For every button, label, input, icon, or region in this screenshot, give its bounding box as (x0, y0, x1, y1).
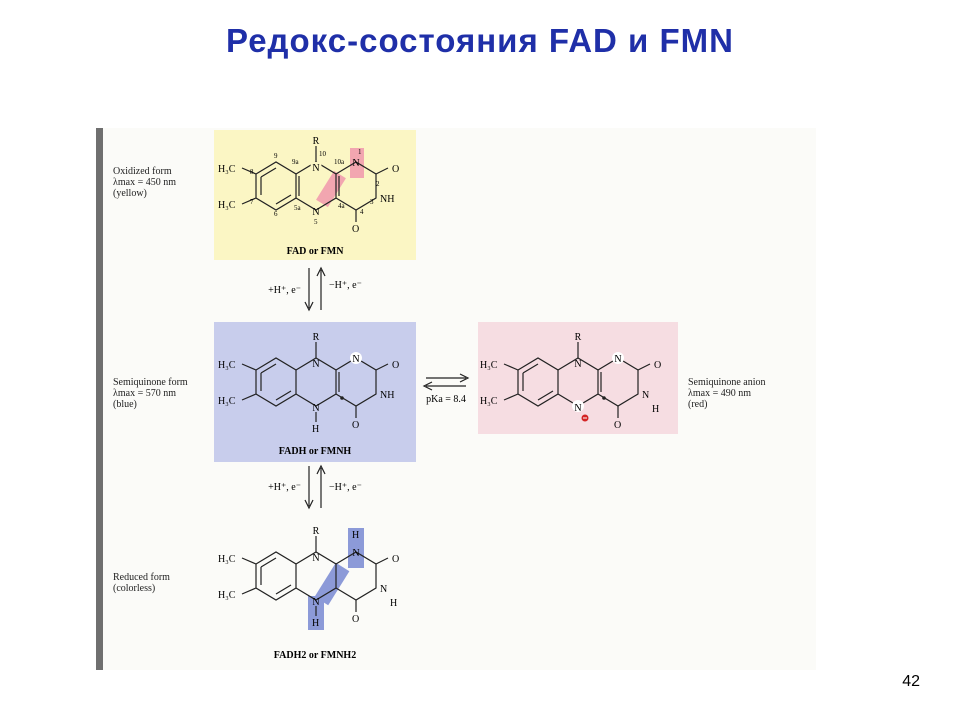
oxidized-lambda: λmax = 450 nm (113, 177, 176, 188)
svg-text:R: R (575, 332, 582, 343)
semiquinone-n1-halo (350, 352, 362, 364)
svg-text:R: R (313, 526, 320, 537)
semi-red-backward-label: −H⁺, e⁻ (329, 482, 362, 493)
svg-text:H₃C: H₃C (218, 554, 236, 565)
svg-text:H₃C: H₃C (480, 396, 498, 407)
pka-label: pKa = 8.4 (426, 394, 466, 405)
scan-edge (96, 128, 103, 670)
semiquinone-lambda: λmax = 570 nm (113, 388, 176, 399)
svg-text:N: N (312, 403, 319, 414)
semiquinone-structure: R N N N NH O O H H₃C H₃C (218, 332, 399, 435)
semi-red-equilibrium: +H⁺, e⁻ −H⁺, e⁻ (268, 464, 362, 510)
ox-semi-equilibrium: +H⁺, e⁻ −H⁺, e⁻ (268, 266, 362, 312)
anion-panel (478, 322, 678, 434)
svg-text:H: H (312, 424, 319, 435)
semi-anion-equilibrium: pKa = 8.4 (422, 373, 470, 405)
oxidized-panel (214, 130, 416, 260)
semiquinone-label: Semiquinone form (113, 377, 188, 388)
svg-text:O: O (614, 420, 621, 431)
oxidized-color: (yellow) (113, 188, 147, 199)
oxidized-name: FAD or FMN (287, 246, 345, 257)
svg-text:5: 5 (314, 218, 318, 226)
svg-text:O: O (392, 554, 399, 565)
reduced-highlight-n1 (348, 528, 364, 568)
ox-semi-forward-label: +H⁺, e⁻ (268, 285, 301, 296)
reduced-name: FADH2 or FMNH2 (274, 650, 356, 661)
svg-text:N: N (312, 553, 319, 564)
reduced-highlight-bond (314, 562, 350, 606)
svg-text:N: N (352, 354, 359, 365)
anion-lambda: λmax = 490 nm (688, 388, 751, 399)
svg-text:7: 7 (250, 198, 254, 206)
svg-text:H₃C: H₃C (218, 590, 236, 601)
svg-text:10: 10 (319, 150, 327, 158)
slide-title: Редокс-состояния FAD и FMN (226, 22, 734, 59)
svg-text:N: N (312, 163, 319, 174)
svg-text:N: N (312, 359, 319, 370)
svg-text:1: 1 (358, 148, 362, 156)
flavin-diagram: R N N N N NH O O H₃C H₃C 10 1 2 3 4 4a 5… (96, 128, 816, 675)
svg-text:H: H (312, 618, 319, 629)
ox-semi-backward-label: −H⁺, e⁻ (329, 280, 362, 291)
svg-text:H₃C: H₃C (218, 360, 236, 371)
semiquinone-name: FADH or FMNH (279, 446, 352, 457)
svg-text:H: H (652, 404, 659, 415)
svg-text:N: N (574, 359, 581, 370)
semi-red-forward-label: +H⁺, e⁻ (268, 482, 301, 493)
svg-text:4a: 4a (338, 202, 346, 210)
radical-dot (340, 396, 344, 400)
oxidized-description: Oxidized form λmax = 450 nm (yellow) (113, 166, 176, 199)
svg-text:8: 8 (250, 168, 254, 176)
svg-text:N: N (380, 584, 387, 595)
anion-description: Semiquinone anion λmax = 490 nm (red) (688, 377, 766, 410)
svg-text:N: N (574, 403, 581, 414)
svg-text:2: 2 (376, 180, 380, 188)
svg-text:O: O (654, 360, 661, 371)
anion-color: (red) (688, 399, 708, 410)
reduced-color: (colorless) (113, 583, 156, 594)
svg-text:N: N (312, 597, 319, 608)
svg-text:O: O (392, 164, 399, 175)
svg-text:6: 6 (274, 210, 278, 218)
semiquinone-color: (blue) (113, 399, 137, 410)
svg-text:10a: 10a (334, 158, 345, 166)
anion-structure: R N N N N H O O H₃C H₃C (480, 332, 661, 431)
svg-text:NH: NH (380, 390, 394, 401)
svg-text:N: N (614, 354, 621, 365)
reduced-description: Reduced form (colorless) (113, 572, 170, 594)
svg-text:9: 9 (274, 152, 278, 160)
anion-label: Semiquinone anion (688, 377, 766, 388)
svg-text:N: N (312, 163, 319, 174)
svg-text:R: R (313, 136, 320, 147)
svg-text:N: N (352, 158, 359, 169)
oxidized-label: Oxidized form (113, 166, 172, 177)
svg-text:H: H (390, 598, 397, 609)
svg-text:O: O (352, 614, 359, 625)
svg-text:H₃C: H₃C (218, 200, 236, 211)
oxidized-structure: R N N N N NH O O H₃C H₃C 10 1 2 3 4 4a 5… (218, 136, 399, 235)
svg-text:H₃C: H₃C (218, 396, 236, 407)
svg-text:R: R (313, 332, 320, 343)
svg-text:5a: 5a (294, 204, 302, 212)
svg-text:N: N (352, 548, 359, 559)
semiquinone-description: Semiquinone form λmax = 570 nm (blue) (113, 377, 188, 410)
svg-text:4: 4 (360, 208, 364, 216)
svg-text:3: 3 (370, 198, 374, 206)
svg-text:N: N (642, 390, 649, 401)
svg-text:N: N (312, 207, 319, 218)
svg-text:O: O (352, 420, 359, 431)
reduced-structure: R N N N H N H O O H H₃C H₃C (218, 526, 399, 630)
semiquinone-panel (214, 322, 416, 462)
svg-text:NH: NH (380, 194, 394, 205)
svg-text:H: H (352, 530, 359, 541)
svg-text:H₃C: H₃C (480, 360, 498, 371)
svg-text:O: O (352, 224, 359, 235)
page-number: 42 (902, 673, 920, 690)
svg-text:9a: 9a (292, 158, 300, 166)
svg-text:O: O (392, 360, 399, 371)
svg-text:H₃C: H₃C (218, 164, 236, 175)
reduced-label: Reduced form (113, 572, 170, 583)
